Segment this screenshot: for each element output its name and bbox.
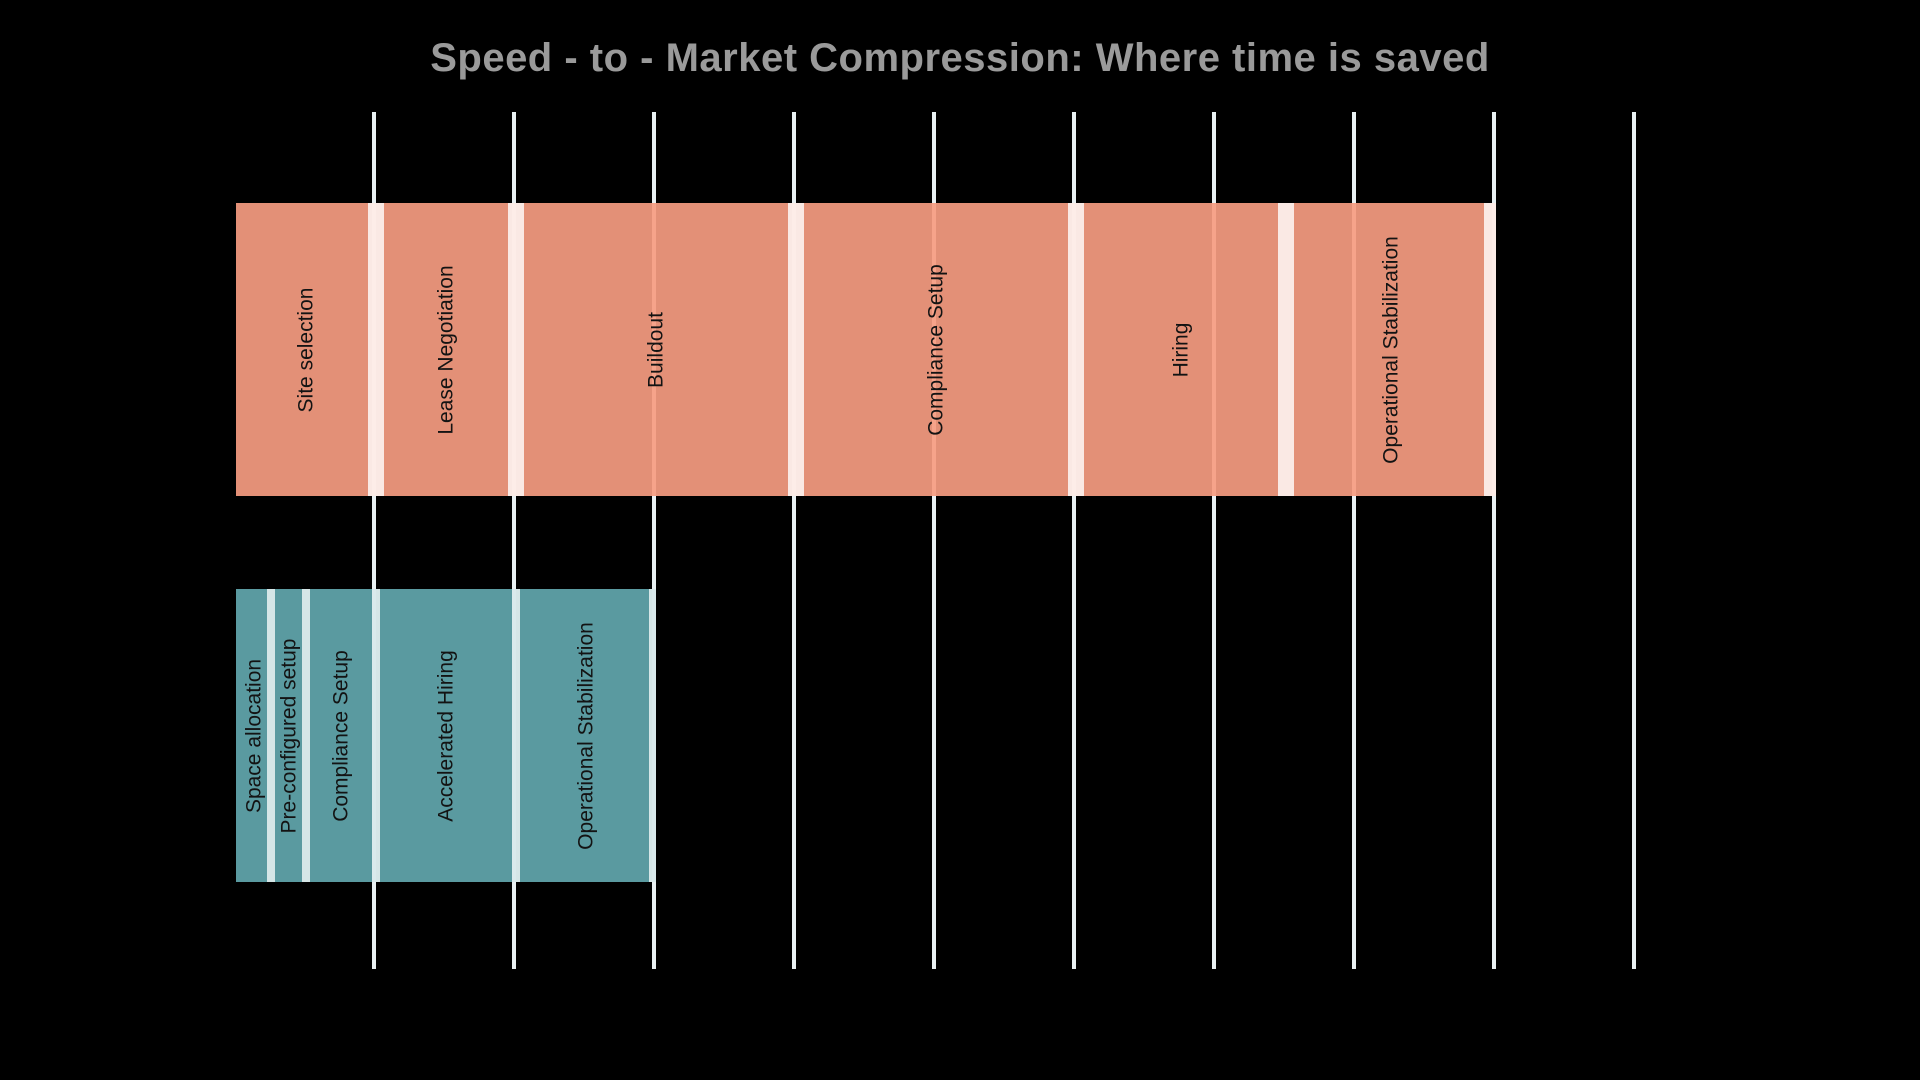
accelerated-timeline-bar: Space allocation Pre-configured setup Comp…: [236, 589, 656, 882]
bar-end-cap: [649, 589, 656, 882]
segment-separator: [1068, 203, 1084, 496]
segment-label-space-allocation: Space allocation: [242, 658, 265, 813]
segment-separator: [508, 203, 524, 496]
gridline: [932, 112, 936, 969]
segment-label-site-selection: Site selection: [294, 287, 318, 412]
segment-separator: [1278, 203, 1294, 496]
segment-separator: [368, 203, 384, 496]
segment-label-compliance-setup: Compliance Setup: [924, 263, 948, 436]
segment-label-compliance-setup: Compliance Setup: [329, 649, 353, 822]
segment-separator: [512, 589, 520, 882]
bar-end-cap: [1484, 203, 1496, 496]
segment-label-operational-stabilization: Operational Stabilization: [1379, 235, 1403, 464]
gridline: [652, 112, 656, 969]
segment-label-pre-configured-setup: Pre-configured setup: [277, 638, 300, 833]
segment-label-hiring: Hiring: [1169, 322, 1193, 377]
segment-label-buildout: Buildout: [644, 311, 668, 388]
gridline: [1492, 112, 1496, 969]
gridline: [1072, 112, 1076, 969]
gridline: [372, 112, 376, 969]
gridline: [1632, 112, 1636, 969]
segment-label-accelerated-hiring: Accelerated Hiring: [434, 649, 458, 822]
segment-separator: [372, 589, 380, 882]
gridline: [792, 112, 796, 969]
segment-separator: [302, 589, 310, 882]
segment-label-operational-stabilization: Operational Stabilization: [574, 621, 598, 850]
segment-label-lease-negotiation: Lease Negotiation: [434, 264, 458, 435]
gridline: [512, 112, 516, 969]
chart-title: Speed - to - Market Compression: Where t…: [430, 36, 1490, 80]
segment-separator: [267, 589, 275, 882]
gridline: [1352, 112, 1356, 969]
segment-separator: [788, 203, 804, 496]
gridline: [1212, 112, 1216, 969]
traditional-timeline-bar: Site selection Lease Negotiation Buildout C…: [236, 203, 1496, 496]
